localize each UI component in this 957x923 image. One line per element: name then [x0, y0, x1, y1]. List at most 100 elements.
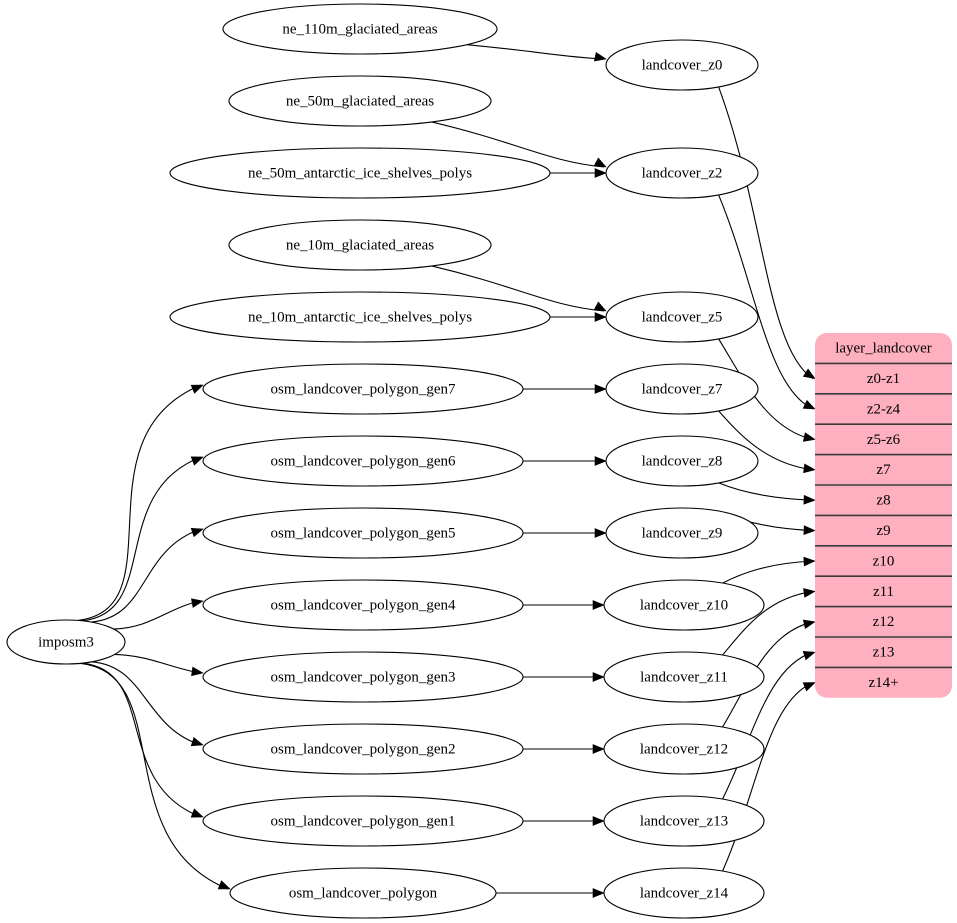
osm-node-osm_landcover_polygon_gen2[interactable]: osm_landcover_polygon_gen2	[202, 723, 524, 775]
table-header-label: layer_landcover	[835, 341, 932, 357]
edge-arrowhead	[190, 456, 204, 466]
landcover-node-landcover_z10[interactable]: landcover_z10	[603, 579, 765, 631]
osm-node-osm_landcover_polygon[interactable]: osm_landcover_polygon	[229, 867, 497, 919]
node-shape	[603, 795, 765, 847]
node-shape	[605, 147, 759, 199]
node-label: landcover_z9	[642, 525, 723, 541]
ne-node-ne_50m_antarctic_ice_shelves_polys[interactable]: ne_50m_antarctic_ice_shelves_polys	[169, 147, 551, 199]
edge-osm_landcover_polygon_gen5-to-landcover_z9	[523, 528, 607, 538]
table-row[interactable]: z13	[815, 637, 952, 667]
edge-imposm3-to-osm_landcover_polygon_gen4	[113, 598, 204, 630]
landcover-node-landcover_z14[interactable]: landcover_z14	[603, 867, 765, 919]
edge-ne_10m_glaciated_areas-to-landcover_z5	[431, 265, 607, 312]
ne-node-ne_10m_glaciated_areas[interactable]: ne_10m_glaciated_areas	[228, 219, 492, 271]
node-shape	[605, 291, 759, 343]
node-label: landcover_z8	[642, 453, 723, 469]
node-label: ne_110m_glaciated_areas	[282, 21, 437, 37]
osm-node-osm_landcover_polygon_gen5[interactable]: osm_landcover_polygon_gen5	[202, 507, 524, 559]
landcover-node-landcover_z12[interactable]: landcover_z12	[603, 723, 765, 775]
edge-arrowhead	[803, 525, 816, 535]
landcover-node-landcover_z2[interactable]: landcover_z2	[605, 147, 759, 199]
node-shape	[169, 291, 551, 343]
osm-node-osm_landcover_polygon_gen7[interactable]: osm_landcover_polygon_gen7	[202, 363, 524, 415]
landcover-node-landcover_z7[interactable]: landcover_z7	[605, 363, 759, 415]
edge-imposm3-to-osm_landcover_polygon_gen3	[114, 653, 204, 677]
landcover-node-landcover_z11[interactable]: landcover_z11	[603, 651, 765, 703]
node-label: imposm3	[38, 634, 94, 650]
edge-arrowhead	[802, 368, 816, 380]
osm-node-osm_landcover_polygon_gen1[interactable]: osm_landcover_polygon_gen1	[202, 795, 524, 847]
edge-path	[91, 661, 202, 746]
node-label: osm_landcover_polygon_gen4	[271, 597, 456, 613]
edge-arrowhead	[190, 527, 204, 538]
edge-arrowhead	[594, 312, 607, 322]
edge-arrowhead	[592, 744, 605, 754]
edge-arrowhead	[592, 600, 605, 610]
edge-arrowhead	[802, 432, 816, 442]
edge-landcover_z11-to-table-row-z11	[722, 588, 816, 656]
edge-arrowhead	[594, 528, 607, 538]
edge-osm_landcover_polygon_gen4-to-landcover_z10	[523, 600, 605, 610]
table-row[interactable]: z2-z4	[815, 394, 952, 424]
ne-node-ne_110m_glaciated_areas[interactable]: ne_110m_glaciated_areas	[222, 3, 498, 55]
landcover-node-landcover_z13[interactable]: landcover_z13	[603, 795, 765, 847]
node-shape	[202, 507, 524, 559]
table-row[interactable]: z8	[815, 485, 952, 515]
node-shape	[202, 723, 524, 775]
edge-arrowhead	[592, 672, 605, 682]
node-label: ne_50m_glaciated_areas	[286, 93, 434, 109]
table-row[interactable]: z5-z6	[815, 424, 952, 454]
node-label: osm_landcover_polygon_gen7	[271, 381, 456, 397]
table-row[interactable]: z0-z1	[815, 363, 952, 393]
table-row-label: z13	[873, 645, 895, 661]
node-shape	[6, 619, 126, 665]
edge-path	[82, 662, 202, 818]
node-shape	[605, 363, 759, 415]
source-node-imposm3[interactable]: imposm3	[6, 619, 126, 665]
node-label: landcover_z13	[640, 813, 728, 829]
table-row-label: z5-z6	[867, 432, 901, 448]
landcover-node-landcover_z9[interactable]: landcover_z9	[605, 507, 759, 559]
edge-landcover_z8-to-table-row-z8	[718, 482, 816, 505]
table-row[interactable]: z11	[815, 576, 952, 606]
edge-path	[718, 86, 814, 380]
edge-osm_landcover_polygon_gen6-to-landcover_z8	[523, 456, 607, 466]
edge-landcover_z10-to-table-row-z10	[722, 556, 816, 584]
table-row[interactable]: z7	[815, 455, 952, 485]
edge-landcover_z5-to-table-row-z5-z6	[718, 338, 816, 442]
node-shape	[169, 147, 551, 199]
edges-layer	[77, 44, 816, 898]
edge-path	[431, 265, 605, 312]
node-shape	[202, 651, 524, 703]
edge-imposm3-to-osm_landcover_polygon	[79, 662, 231, 890]
table-row[interactable]: z10	[815, 546, 952, 576]
node-label: landcover_z0	[642, 57, 723, 73]
nodes-layer: ne_110m_glaciated_areas ne_50m_glaciated_…	[6, 3, 765, 919]
osm-node-osm_landcover_polygon_gen4[interactable]: osm_landcover_polygon_gen4	[202, 579, 524, 631]
edge-osm_landcover_polygon-to-landcover_z14	[496, 888, 605, 898]
ne-node-ne_50m_glaciated_areas[interactable]: ne_50m_glaciated_areas	[228, 75, 492, 127]
edge-ne_50m_antarctic_ice_shelves_polys-to-landcover_z2	[550, 168, 607, 178]
edge-path	[718, 410, 814, 471]
edge-arrowhead	[593, 51, 607, 62]
edge-landcover_z2-to-table-row-z2-z4	[718, 194, 816, 410]
layer-landcover-table: layer_landcoverz0-z1z2-z4z5-z6z7z8z9z10z…	[815, 333, 952, 698]
node-shape	[605, 39, 759, 91]
table-row[interactable]: z14+	[815, 667, 952, 697]
edge-imposm3-to-osm_landcover_polygon_gen6	[81, 456, 204, 622]
landcover-node-landcover_z5[interactable]: landcover_z5	[605, 291, 759, 343]
edge-arrowhead	[592, 888, 605, 898]
landcover-node-landcover_z8[interactable]: landcover_z8	[605, 435, 759, 487]
osm-node-osm_landcover_polygon_gen3[interactable]: osm_landcover_polygon_gen3	[202, 651, 524, 703]
node-shape	[603, 867, 765, 919]
node-shape	[229, 867, 497, 919]
osm-node-osm_landcover_polygon_gen6[interactable]: osm_landcover_polygon_gen6	[202, 435, 524, 487]
landcover-node-landcover_z0[interactable]: landcover_z0	[605, 39, 759, 91]
edge-path	[722, 560, 814, 584]
edge-arrowhead	[217, 880, 231, 890]
table-row[interactable]: z9	[815, 515, 952, 545]
edge-osm_landcover_polygon_gen1-to-landcover_z13	[523, 816, 605, 826]
ne-node-ne_10m_antarctic_ice_shelves_polys[interactable]: ne_10m_antarctic_ice_shelves_polys	[169, 291, 551, 343]
table-row[interactable]: z12	[815, 607, 952, 637]
table-row-label: z14+	[868, 675, 898, 691]
